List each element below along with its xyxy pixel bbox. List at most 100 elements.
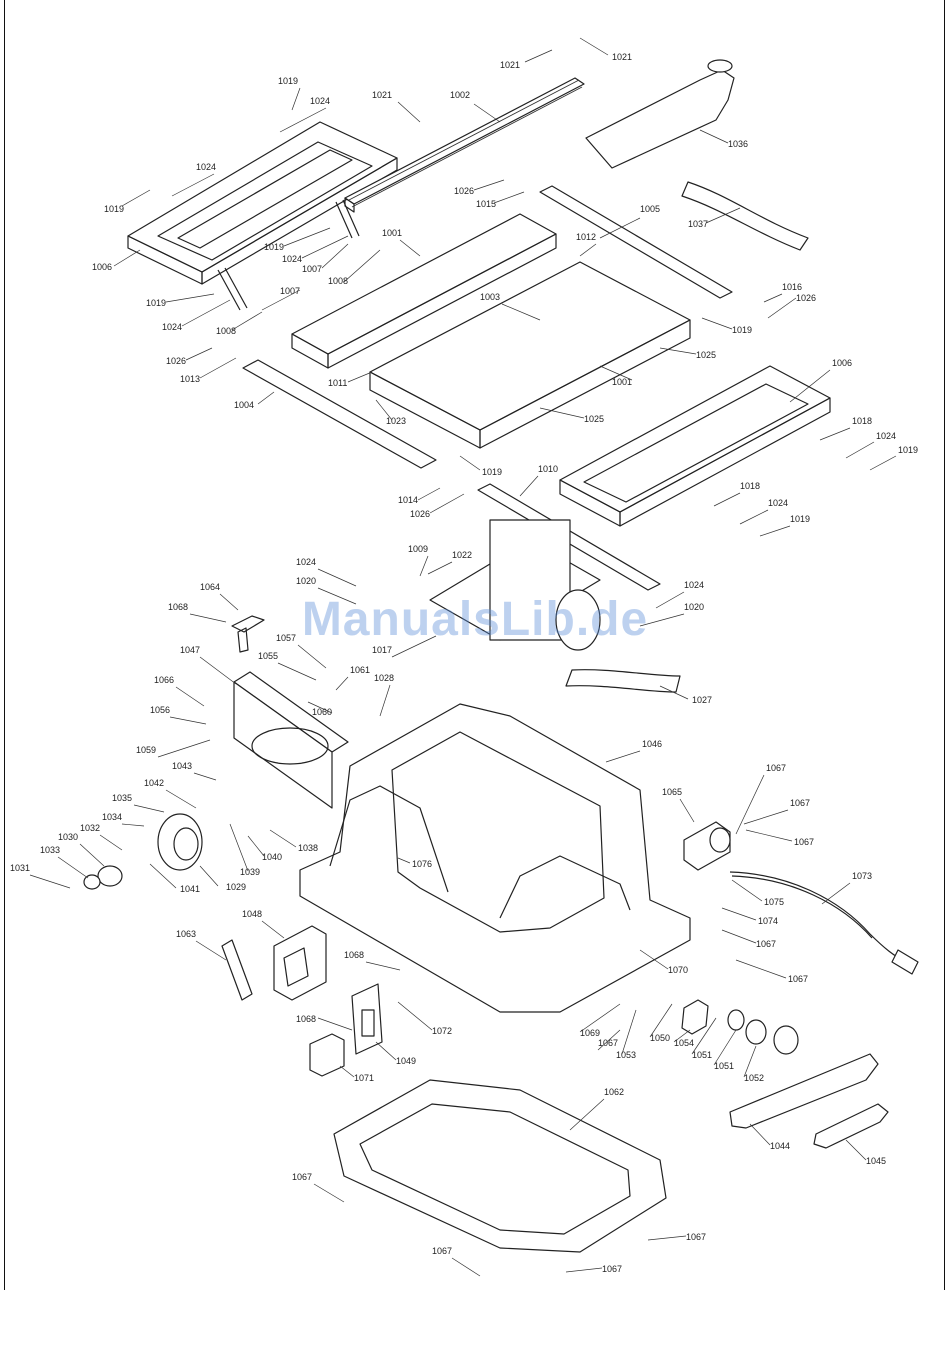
part-label: 1025 xyxy=(584,414,604,424)
rear-rail xyxy=(344,77,585,213)
leader-line xyxy=(721,907,757,921)
part-label: 1007 xyxy=(280,286,300,296)
leader-line xyxy=(579,37,609,56)
part-label: 1068 xyxy=(344,950,364,960)
part-label: 1046 xyxy=(642,739,662,749)
part-label: 1021 xyxy=(500,60,520,70)
part-label: 1030 xyxy=(58,832,78,842)
leader-line xyxy=(579,1003,621,1033)
part-label: 1050 xyxy=(650,1033,670,1043)
part-label: 1041 xyxy=(180,884,200,894)
leader-line xyxy=(121,823,145,827)
part-label: 1071 xyxy=(354,1073,374,1083)
part-label: 1067 xyxy=(756,939,776,949)
leader-line xyxy=(279,107,327,133)
handwheel xyxy=(157,813,203,871)
part-label: 1008 xyxy=(328,276,348,286)
leader-line xyxy=(399,239,421,257)
part-label: 1068 xyxy=(168,602,188,612)
leader-line xyxy=(165,789,197,809)
leader-line xyxy=(29,874,71,889)
dust-hose xyxy=(681,181,809,251)
part-label: 1069 xyxy=(580,1028,600,1038)
part-label: 1049 xyxy=(396,1056,416,1066)
leader-line xyxy=(199,865,219,887)
leader-line xyxy=(473,179,505,191)
leader-line xyxy=(639,949,669,970)
leader-line xyxy=(57,856,89,879)
leader-line xyxy=(175,686,205,707)
leader-line xyxy=(597,1029,621,1051)
part-label: 1045 xyxy=(866,1156,886,1166)
part-label: 1020 xyxy=(296,576,316,586)
part-label: 1024 xyxy=(768,498,788,508)
part-label: 1019 xyxy=(790,514,810,524)
leader-line xyxy=(427,561,453,575)
leader-line xyxy=(199,357,237,379)
part-label: 1067 xyxy=(602,1264,622,1274)
leader-line xyxy=(519,475,539,497)
leader-line xyxy=(181,299,231,327)
part-label: 1067 xyxy=(794,837,814,847)
leader-line xyxy=(343,249,381,283)
part-label: 1026 xyxy=(796,293,816,303)
gasket xyxy=(221,939,253,1001)
leader-line xyxy=(745,829,793,842)
part-label: 1066 xyxy=(154,675,174,685)
leader-line xyxy=(649,1003,673,1038)
part-label: 1019 xyxy=(104,204,124,214)
part-label: 1005 xyxy=(640,204,660,214)
part-label: 1055 xyxy=(258,651,278,661)
leader-line xyxy=(297,644,327,669)
part-label: 1024 xyxy=(196,162,216,172)
part-label: 1019 xyxy=(278,76,298,86)
leader-line xyxy=(397,101,421,123)
leader-line xyxy=(301,235,349,259)
leader-line xyxy=(655,591,685,609)
part-label: 1061 xyxy=(350,665,370,675)
part-label: 1035 xyxy=(112,793,132,803)
leader-line xyxy=(397,857,411,864)
part-label: 1024 xyxy=(876,431,896,441)
part-label: 1064 xyxy=(200,582,220,592)
part-label: 1028 xyxy=(374,673,394,683)
leader-line xyxy=(365,961,401,971)
leader-line xyxy=(759,525,791,537)
leader-line xyxy=(599,217,641,239)
leader-line xyxy=(524,49,553,63)
part-label: 1014 xyxy=(398,495,418,505)
leader-line xyxy=(713,492,741,507)
part-label: 1023 xyxy=(386,416,406,426)
leader-line xyxy=(339,1065,355,1078)
leader-line xyxy=(169,716,207,725)
dust-chute xyxy=(585,59,735,169)
leader-line xyxy=(659,685,689,700)
part-label: 1062 xyxy=(604,1087,624,1097)
leader-line xyxy=(679,798,695,823)
part-label: 1018 xyxy=(852,416,872,426)
part-label: 1021 xyxy=(372,90,392,100)
leader-line xyxy=(113,249,141,267)
part-label: 1012 xyxy=(576,232,596,242)
front-cover xyxy=(233,671,349,809)
leader-line xyxy=(735,774,765,835)
leader-line xyxy=(743,809,789,825)
leader-line xyxy=(157,739,211,758)
extension-table-left xyxy=(127,121,398,311)
part-label: 1065 xyxy=(662,787,682,797)
leader-line xyxy=(473,103,501,123)
frame-right-line xyxy=(944,0,945,1290)
part-label: 1026 xyxy=(166,356,186,366)
leader-line xyxy=(185,347,213,361)
leader-line xyxy=(121,189,151,207)
part-label: 1032 xyxy=(80,823,100,833)
part-label: 1076 xyxy=(412,859,432,869)
leader-line xyxy=(713,1029,737,1066)
part-label: 1019 xyxy=(482,467,502,477)
leader-lines xyxy=(29,37,897,1277)
leader-line xyxy=(743,1045,757,1078)
part-label: 1016 xyxy=(782,282,802,292)
side-rails xyxy=(242,185,733,469)
leader-line xyxy=(321,243,349,269)
